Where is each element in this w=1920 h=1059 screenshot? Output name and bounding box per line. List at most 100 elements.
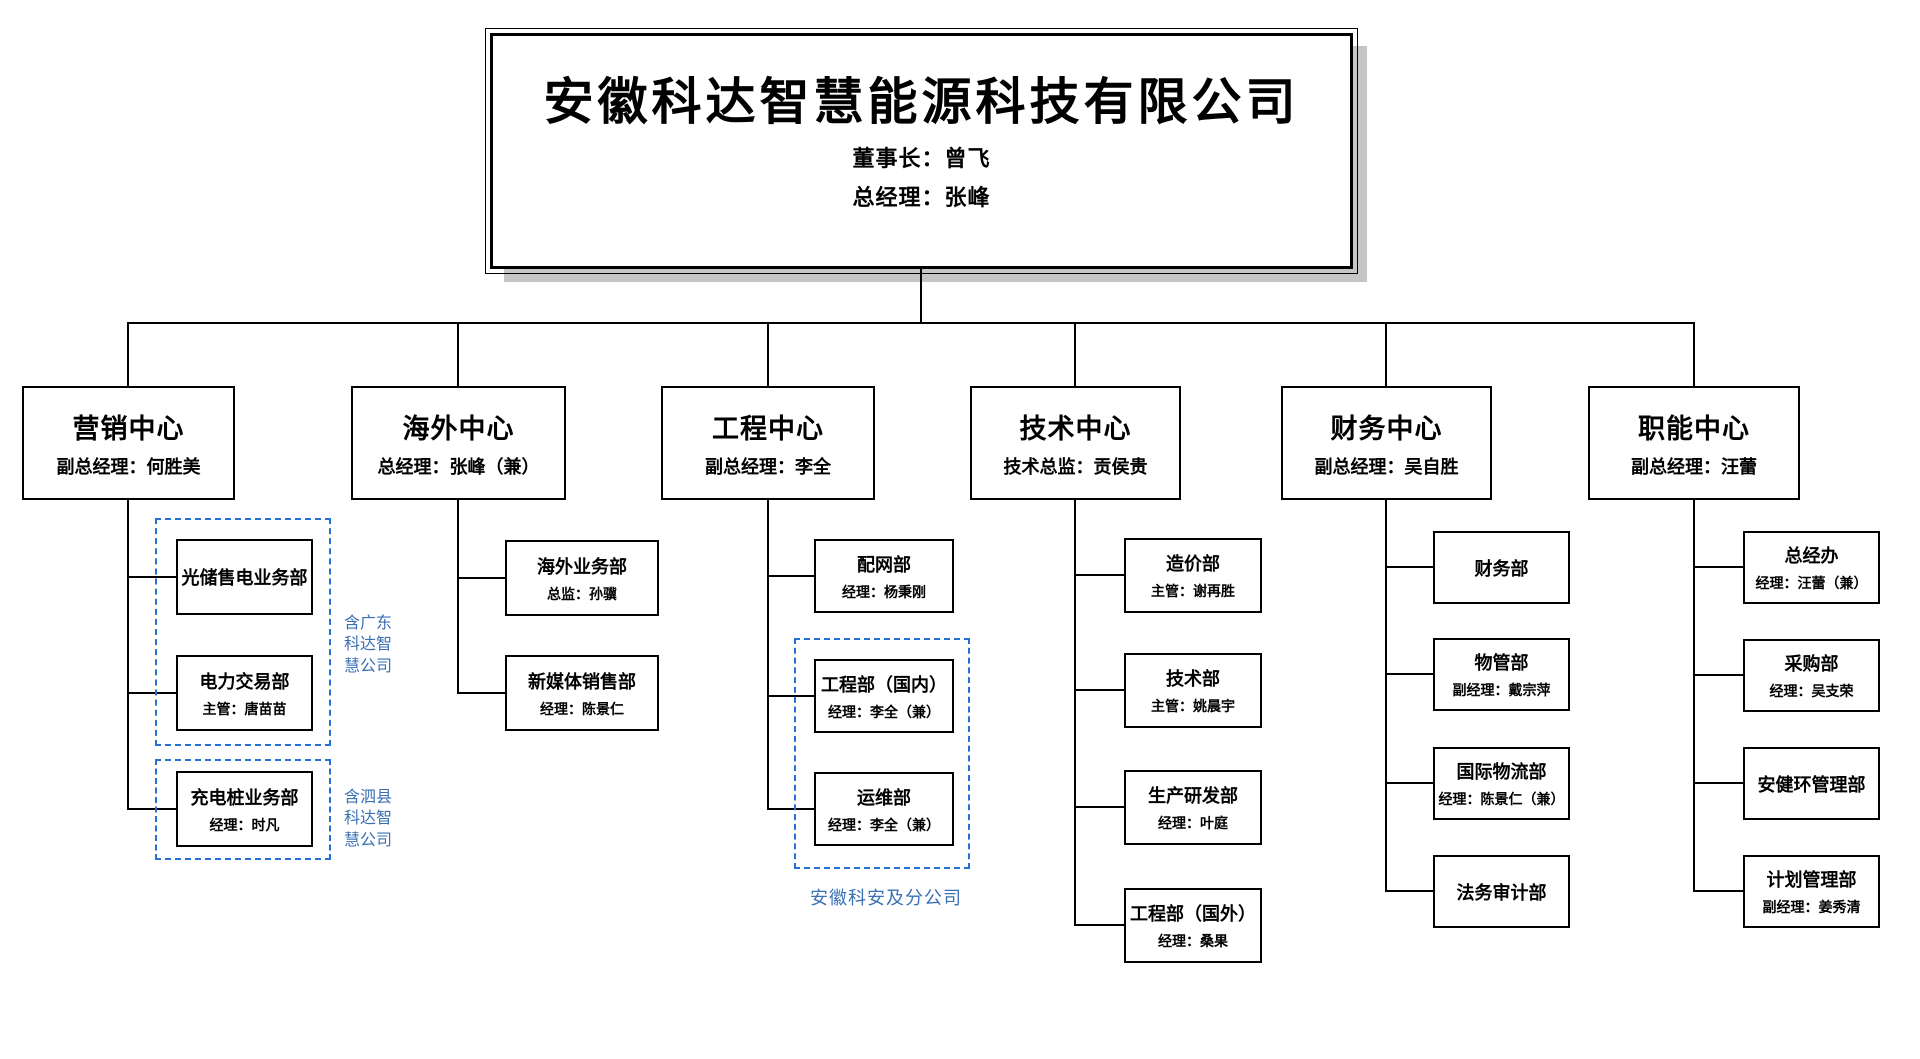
center-subtitle: 副总经理：汪蕾: [1631, 457, 1757, 477]
connector-drop-overseas: [457, 322, 459, 386]
dept-title: 配网部: [857, 554, 911, 575]
planning-management-dept: 计划管理部 副经理：姜秀清: [1743, 855, 1880, 928]
marketing-center-box: 营销中心 副总经理：何胜美: [22, 386, 235, 500]
dept-subtitle: 经理：时凡: [209, 818, 280, 834]
guangdong-group-outline: [155, 518, 331, 746]
dept-title: 光储售电业务部: [181, 568, 308, 588]
center-subtitle: 副总经理：何胜美: [56, 457, 201, 477]
stub-functional-3: [1693, 782, 1743, 784]
dept-subtitle: 主管：姚晨宇: [1151, 700, 1235, 715]
stub-technology-1: [1074, 574, 1124, 576]
center-title: 营销中心: [72, 414, 185, 444]
stub-technology-2: [1074, 689, 1124, 691]
overseas-business-dept: 海外业务部 总监：孙骥: [505, 540, 659, 616]
connector-drop-technology: [1074, 322, 1076, 386]
legal-audit-dept: 法务审计部: [1433, 855, 1570, 928]
distribution-network-dept: 配网部 经理：杨秉刚: [814, 539, 954, 613]
new-media-sales-dept: 新媒体销售部 经理：陈景仁: [505, 655, 659, 731]
center-title: 海外中心: [402, 414, 515, 444]
chairman-line: 董事长：曾飞: [852, 146, 991, 171]
property-management-dept: 物管部 副经理：戴宗萍: [1433, 638, 1570, 711]
engineering-overseas-dept: 工程部（国外） 经理：桑果: [1124, 888, 1262, 963]
stub-functional-4: [1693, 890, 1743, 892]
technology-center-box: 技术中心 技术总监：贡侯贵: [970, 386, 1181, 500]
dept-title: 工程部（国内）: [821, 674, 947, 695]
sixian-group-outline: [155, 759, 331, 860]
spine-technology: [1074, 500, 1076, 926]
hse-management-dept: 安健环管理部: [1743, 747, 1880, 820]
general-manager-office: 总经办 经理：汪蕾（兼）: [1743, 531, 1880, 604]
dept-title: 电力交易部: [199, 671, 290, 692]
connector-drop-marketing: [127, 322, 129, 386]
general-manager-line: 总经理：张峰: [852, 185, 991, 210]
solar-storage-power-sales-dept: 光储售电业务部: [176, 539, 313, 615]
center-subtitle: 总经理：张峰（兼）: [377, 457, 540, 477]
dept-subtitle: 主管：谢再胜: [1151, 585, 1235, 600]
center-subtitle: 副总经理：吴自胜: [1314, 457, 1459, 477]
cost-estimation-dept: 造价部 主管：谢再胜: [1124, 538, 1262, 613]
procurement-dept: 采购部 经理：吴支荣: [1743, 639, 1880, 712]
connector-drop-finance: [1385, 322, 1387, 386]
guangdong-subsidiary-note: 含广东科达智慧公司: [344, 615, 393, 675]
stub-functional-2: [1693, 674, 1743, 676]
stub-technology-4: [1074, 924, 1124, 926]
dept-subtitle: 总监：孙骥: [547, 587, 617, 603]
charging-pile-dept: 充电桩业务部 经理：时凡: [176, 771, 313, 847]
center-title: 技术中心: [1019, 414, 1132, 444]
dept-title: 总经办: [1784, 546, 1839, 566]
stub-finance-1: [1385, 566, 1433, 568]
spine-functional: [1693, 500, 1695, 892]
stub-marketing-2: [127, 692, 176, 694]
dept-title: 新媒体销售部: [528, 671, 636, 692]
dept-title: 国际物流部: [1456, 762, 1547, 782]
company-name: 安徽科达智慧能源科技有限公司: [543, 74, 1300, 130]
dept-title: 充电桩业务部: [190, 787, 299, 808]
dept-subtitle: 经理：桑果: [1158, 935, 1228, 950]
engineering-center-box: 工程中心 副总经理：李全: [661, 386, 875, 500]
connector-drop-engineering: [767, 322, 769, 386]
dept-title: 技术部: [1166, 669, 1220, 689]
dept-subtitle: 副经理：戴宗萍: [1452, 684, 1551, 699]
operations-maintenance-dept: 运维部 经理：李全（兼）: [814, 772, 954, 846]
spine-marketing: [127, 500, 129, 810]
stub-engineering-2: [767, 695, 814, 697]
stub-finance-2: [1385, 673, 1433, 675]
international-logistics-dept: 国际物流部 经理：陈景仁（兼）: [1433, 747, 1570, 820]
dept-title: 海外业务部: [537, 556, 627, 577]
stub-engineering-1: [767, 575, 814, 577]
center-subtitle: 技术总监：贡侯贵: [1003, 457, 1148, 477]
dept-title: 运维部: [857, 787, 911, 808]
keang-branch-note: 安徽科安及分公司: [810, 888, 962, 908]
dept-subtitle: 经理：叶庭: [1158, 817, 1228, 832]
connector-drop-functional: [1693, 322, 1695, 386]
stub-overseas-2: [457, 692, 505, 694]
finance-dept: 财务部: [1433, 531, 1570, 604]
center-title: 工程中心: [712, 414, 824, 444]
dept-title: 生产研发部: [1148, 786, 1238, 806]
stub-engineering-3: [767, 808, 814, 810]
dept-title: 采购部: [1784, 654, 1839, 674]
production-rd-dept: 生产研发部 经理：叶庭: [1124, 770, 1262, 845]
spine-finance: [1385, 500, 1387, 892]
dept-subtitle: 经理：吴支荣: [1769, 685, 1854, 700]
dept-subtitle: 经理：陈景仁: [540, 702, 624, 718]
dept-subtitle: 经理：李全（兼）: [828, 705, 940, 721]
dept-title: 财务部: [1474, 558, 1529, 579]
keang-branch-group-outline: [794, 638, 970, 869]
stub-marketing-3: [127, 808, 176, 810]
center-title: 财务中心: [1330, 414, 1443, 444]
spine-engineering: [767, 500, 769, 810]
overseas-center-box: 海外中心 总经理：张峰（兼）: [351, 386, 566, 500]
finance-center-box: 财务中心 副总经理：吴自胜: [1281, 386, 1492, 500]
company-title-box: 安徽科达智慧能源科技有限公司 董事长：曾飞 总经理：张峰: [485, 28, 1358, 274]
stub-marketing-1: [127, 576, 176, 578]
stub-finance-3: [1385, 782, 1433, 784]
dept-title: 工程部（国外）: [1130, 904, 1256, 924]
sixian-subsidiary-note: 含泗县科达智慧公司: [344, 789, 393, 849]
dept-subtitle: 主管：唐苗苗: [202, 702, 287, 718]
dept-subtitle: 经理：李全（兼）: [828, 818, 940, 834]
stub-finance-4: [1385, 890, 1433, 892]
center-subtitle: 副总经理：李全: [705, 457, 831, 477]
dept-title: 计划管理部: [1766, 870, 1857, 890]
stub-technology-3: [1074, 806, 1124, 808]
